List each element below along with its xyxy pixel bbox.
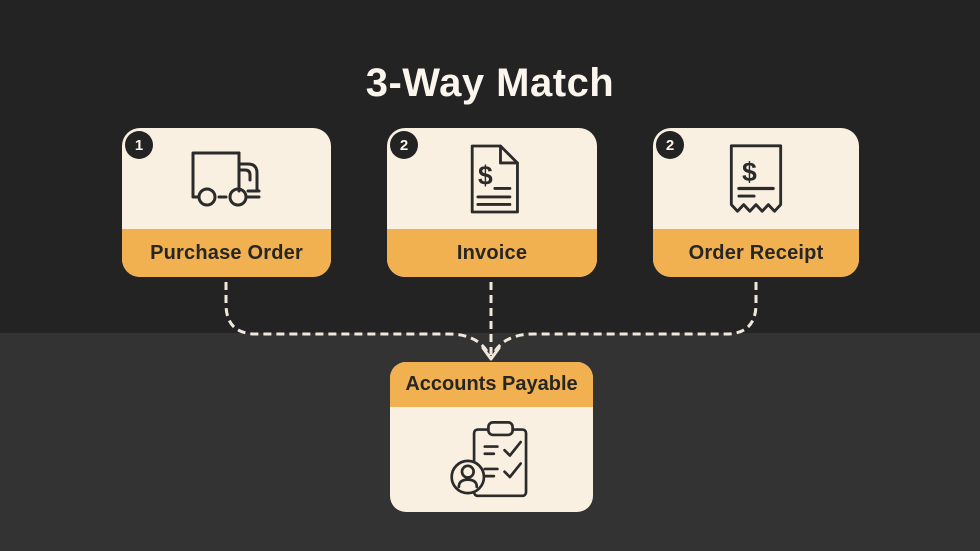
dollar-glyph: $ [478,160,493,190]
card-purchase-order: 1 Purchase Order [122,128,331,277]
card-label-order-receipt: Order Receipt [653,229,859,277]
card-label-purchase-order: Purchase Order [122,229,331,277]
arrowhead-down-icon [481,346,501,361]
step-number: 2 [665,136,675,154]
step-number: 1 [134,136,144,154]
step-number: 2 [399,136,409,154]
delivery-truck-icon [122,128,331,229]
step-badge-1: 1 [125,131,153,159]
invoice-document-icon: $ [387,128,597,229]
card-order-receipt: 2 $ Order Receipt [653,128,859,277]
step-badge-2: 2 [390,131,418,159]
connector-right [491,282,758,356]
card-label-invoice: Invoice [387,229,597,277]
card-label-accounts-payable: Accounts Payable [390,362,593,407]
card-invoice: 2 $ Invoice [387,128,597,277]
step-badge-3: 2 [656,131,684,159]
card-accounts-payable: Accounts Payable [390,362,593,512]
page-title: 3-Way Match [365,60,615,105]
dollar-glyph: $ [742,156,757,186]
order-receipt-icon: $ [653,128,859,229]
clipboard-verify-person-icon [390,407,593,512]
connector-left [224,282,491,356]
